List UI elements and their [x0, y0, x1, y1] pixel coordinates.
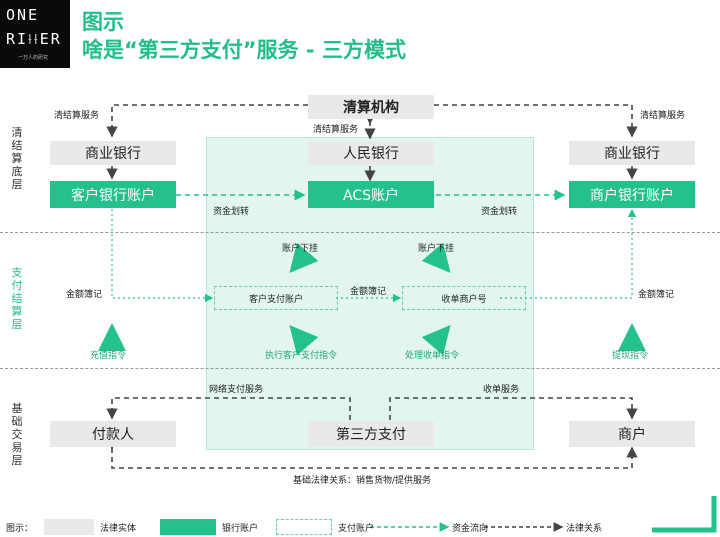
layer-label-trade: 基础交易层 — [11, 402, 23, 467]
page-title: 图示 — [82, 10, 124, 34]
legend-bank-swatch — [160, 519, 216, 535]
merchant-box: 商户 — [569, 421, 695, 447]
label-clearing-service-right: 清结算服务 — [640, 111, 686, 121]
logo-line-1: ONE — [6, 6, 40, 24]
label-withdraw: 提现指令 — [612, 351, 649, 361]
legend-title: 图示： — [6, 524, 34, 534]
acs-account-box: ACS账户 — [308, 181, 434, 208]
label-acquiring-service: 收单服务 — [483, 385, 520, 395]
merchant-bank-account-box: 商户银行账户 — [569, 181, 695, 208]
page-subtitle: 啥是“第三方支付”服务 - 三方模式 — [82, 38, 406, 62]
clearing-org-box: 清算机构 — [308, 95, 434, 119]
layer-separator-top — [0, 232, 720, 233]
logo-line-2: RI⟊⟊ER — [6, 30, 62, 48]
legend-legal-entity: 法律实体 — [100, 524, 137, 534]
layer-label-clearing: 清结算底层 — [11, 126, 23, 191]
label-recharge: 充值指令 — [90, 351, 127, 361]
label-sub-account-left: 账户下挂 — [282, 244, 319, 254]
legend-fund-flow: 资金流向 — [452, 524, 489, 534]
logo-tagline: 一万人的研究 — [18, 55, 49, 61]
label-process-acquiring: 处理收单指令 — [405, 351, 460, 361]
label-network-payment: 网络支付服务 — [209, 385, 264, 395]
customer-bank-account-box: 客户银行账户 — [50, 181, 176, 208]
pboc-box: 人民银行 — [308, 141, 434, 165]
legend-legal-relation: 法律关系 — [566, 524, 603, 534]
label-fund-transfer-right: 资金划转 — [481, 207, 518, 217]
legend-pay-swatch — [276, 519, 332, 535]
layer-separator-bottom — [0, 368, 720, 369]
label-clearing-service-left: 清结算服务 — [54, 111, 100, 121]
third-party-payment-box: 第三方支付 — [308, 421, 434, 447]
label-amount-booking-left: 金额簿记 — [66, 290, 103, 300]
label-amount-booking-center: 金额簿记 — [350, 287, 387, 297]
legend-bank-account: 银行账户 — [222, 524, 259, 534]
one-river-logo: ONE RI⟊⟊ER 一万人的研究 — [0, 0, 70, 68]
label-base-legal-relation: 基础法律关系：销售货物/提供服务 — [293, 476, 432, 486]
commercial-bank-left-box: 商业银行 — [50, 141, 176, 165]
layer-label-payment: 支付结算层 — [11, 266, 23, 331]
label-fund-transfer-left: 资金划转 — [213, 207, 250, 217]
merchant-acquiring-id-box: 收单商户号 — [402, 286, 526, 310]
label-exec-payment: 执行客户支付指令 — [265, 351, 338, 361]
label-amount-booking-right: 金额簿记 — [638, 290, 675, 300]
label-clearing-service-center: 清结算服务 — [313, 125, 359, 135]
legend-entity-swatch — [44, 519, 94, 535]
commercial-bank-right-box: 商业银行 — [569, 141, 695, 165]
payer-box: 付款人 — [50, 421, 176, 447]
label-sub-account-right: 账户下挂 — [418, 244, 455, 254]
customer-pay-account-box: 客户支付账户 — [214, 286, 338, 310]
legend-pay-account: 支付账户 — [338, 524, 375, 534]
